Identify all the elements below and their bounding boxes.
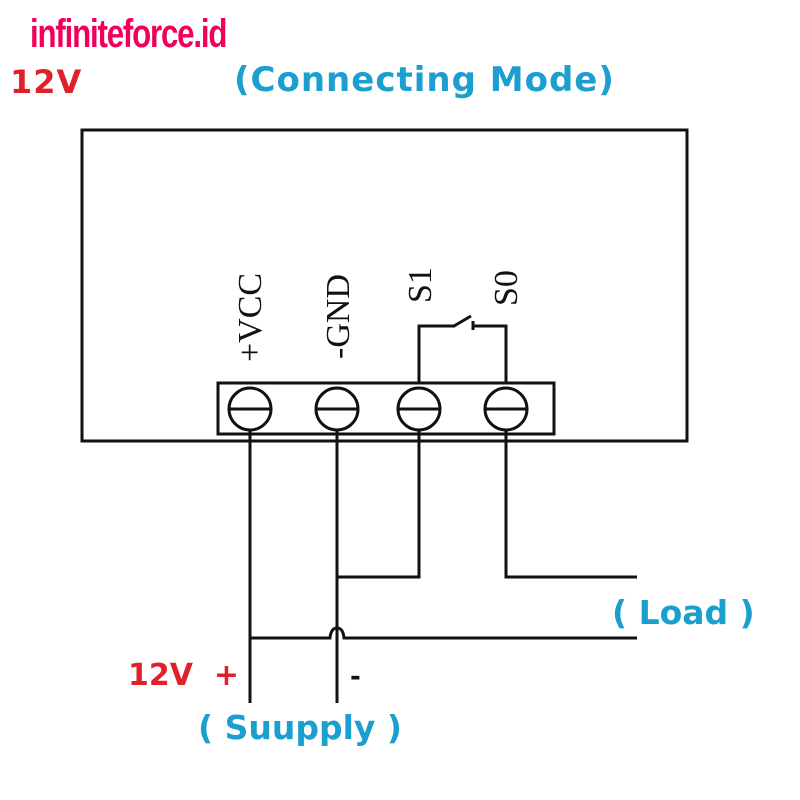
terminal-label-gnd: -GND [320,274,357,359]
supply-minus: - [350,662,361,692]
supply-voltage-label: 12V + [128,658,239,693]
header-voltage: 12V [10,63,83,101]
terminal-screw-s0 [483,386,529,432]
switch-s1-s0 [417,314,508,383]
supply-label: ( Suupply ) [198,708,402,747]
wire-vcc-to-load [250,626,637,640]
wire-gnd-to-s1 [337,430,421,579]
terminal-screw-s1 [396,386,442,432]
watermark-brand: infiniteforce.id [30,12,227,56]
terminal-label-vcc: +VCC [232,273,269,362]
terminal-label-s1: S1 [402,267,439,303]
terminal-screw-vcc [227,386,273,432]
terminal-screw-gnd [314,386,360,432]
supply-plus: + [213,658,239,693]
load-label: ( Load ) [612,593,755,632]
diagram-title: (Connecting Mode) [234,60,615,100]
terminal-label-s0: S0 [488,270,525,306]
supply-voltage: 12V [128,658,193,693]
wire-s0-to-load [504,430,637,579]
module-housing [80,128,689,443]
terminal-block [216,381,556,436]
